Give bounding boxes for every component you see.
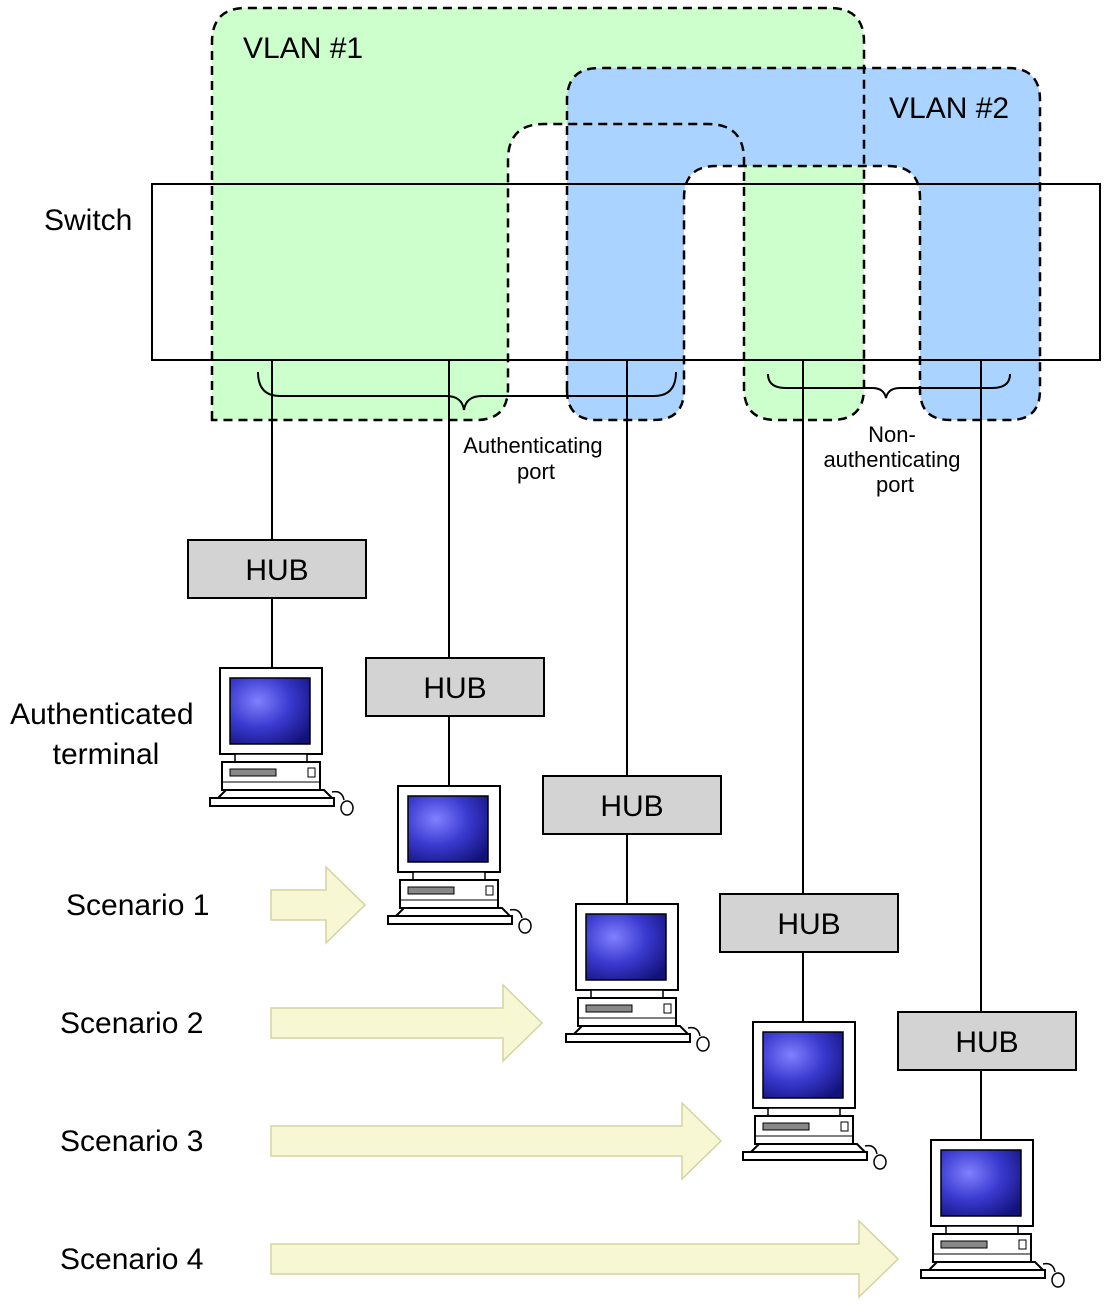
svg-text:HUB: HUB: [600, 790, 663, 823]
svg-text:HUB: HUB: [245, 554, 308, 587]
scenario-1-arrow: [270, 865, 367, 945]
scenario-1-label: Scenario 1: [66, 889, 209, 922]
computer-icon-5: [920, 1139, 1065, 1288]
scenario-2-label: Scenario 2: [60, 1007, 203, 1040]
vlan2-area: [567, 68, 1040, 420]
svg-text:HUB: HUB: [423, 672, 486, 705]
scenario-3-label: Scenario 3: [60, 1125, 203, 1158]
authenticated-terminal-label: Authenticated terminal: [10, 698, 202, 771]
authenticating-port-label: Authenticating port: [463, 433, 609, 484]
hub-2: HUB: [365, 657, 545, 717]
computer-icon-4: [742, 1021, 887, 1170]
switch-label: Switch: [44, 204, 132, 237]
non-authenticating-port-label: Non- authenticating port: [823, 422, 966, 497]
hub-5: HUB: [897, 1011, 1077, 1071]
vlan2-label: VLAN #2: [889, 92, 1009, 125]
computer-icon-3: [565, 903, 710, 1052]
hub-3: HUB: [542, 775, 722, 835]
scenario-4-label: Scenario 4: [60, 1243, 203, 1276]
hub-1: HUB: [187, 539, 367, 599]
svg-text:HUB: HUB: [777, 908, 840, 941]
hub-4: HUB: [719, 893, 899, 953]
scenario-3-arrow: [270, 1101, 723, 1181]
scenario-4-arrow: [270, 1219, 900, 1299]
computer-icon-2: [387, 785, 532, 934]
computer-icon-1: [209, 667, 354, 816]
scenario-2-arrow: [270, 983, 544, 1063]
vlan1-label: VLAN #1: [243, 32, 363, 65]
svg-text:HUB: HUB: [955, 1026, 1018, 1059]
non-authenticating-port-brace: [767, 373, 1011, 399]
authenticating-port-brace: [257, 371, 677, 411]
